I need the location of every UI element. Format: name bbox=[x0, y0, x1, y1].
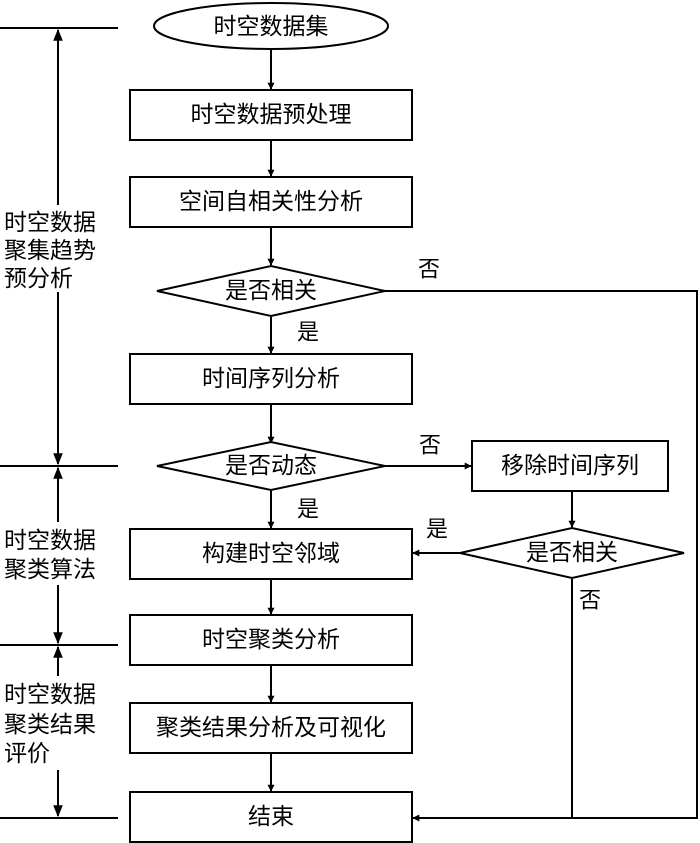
remove-time-series-node bbox=[471, 440, 669, 492]
clustering-node bbox=[129, 614, 413, 666]
phase-1-line-3: 预分析 bbox=[4, 266, 73, 292]
phase-2-line-2: 聚类算法 bbox=[4, 557, 96, 583]
label-decision-2-yes: 是 bbox=[426, 518, 448, 543]
start-node-label: 时空数据集 bbox=[214, 14, 329, 40]
label-decision-2-no: 否 bbox=[579, 589, 601, 614]
evaluation-node bbox=[129, 702, 413, 754]
decision-correlated-1 bbox=[156, 264, 386, 318]
decision-correlated-1-label: 是否相关 bbox=[225, 278, 317, 304]
nodes: 时空数据集 时空数据预处理 空间自相关性分析 是否相关 时间序列分析 是否动态 … bbox=[129, 2, 685, 843]
phase-brackets: 时空数据 聚集趋势 预分析 时空数据 聚类算法 时空数据 聚类结果 评价 bbox=[0, 27, 118, 819]
time-series-node-label: 时间序列分析 bbox=[202, 366, 340, 392]
decision-dynamic-label: 是否动态 bbox=[225, 453, 317, 479]
decision-dynamic bbox=[156, 440, 386, 492]
label-dynamic-yes: 是 bbox=[297, 498, 319, 523]
phase-3-line-1: 时空数据 bbox=[4, 682, 96, 708]
preprocess-node-label: 时空数据预处理 bbox=[191, 102, 352, 128]
decision-correlated-2-label: 是否相关 bbox=[526, 540, 618, 566]
edge-labels: 否 是 否 是 是 否 bbox=[297, 258, 601, 614]
edge-decision-1-no bbox=[385, 290, 698, 822]
label-decision-1-yes: 是 bbox=[297, 321, 319, 346]
phase-2-line-1: 时空数据 bbox=[4, 528, 96, 554]
remove-time-series-node-label: 移除时间序列 bbox=[501, 453, 639, 479]
phase-1-line-2: 聚集趋势 bbox=[4, 238, 96, 264]
preprocess-node bbox=[129, 89, 413, 141]
clustering-node-label: 时空聚类分析 bbox=[202, 627, 340, 653]
label-decision-1-no: 否 bbox=[418, 258, 440, 283]
phase-1-line-1: 时空数据 bbox=[4, 210, 96, 236]
autocorr-node-label: 空间自相关性分析 bbox=[179, 189, 363, 215]
evaluation-node-label: 聚类结果分析及可视化 bbox=[156, 715, 386, 741]
build-neighborhood-node bbox=[129, 528, 413, 580]
start-node bbox=[153, 2, 389, 50]
connectors bbox=[267, 50, 698, 822]
decision-correlated-2 bbox=[459, 526, 685, 580]
autocorr-node bbox=[129, 176, 413, 228]
phase-3-line-2: 聚类结果 bbox=[4, 712, 96, 738]
build-neighborhood-node-label: 构建时空邻域 bbox=[202, 541, 340, 567]
phase-3-line-3: 评价 bbox=[4, 741, 50, 767]
label-dynamic-no: 否 bbox=[419, 434, 441, 459]
end-node-label: 结束 bbox=[248, 804, 294, 830]
time-series-node bbox=[129, 353, 413, 405]
end-node bbox=[129, 791, 413, 843]
